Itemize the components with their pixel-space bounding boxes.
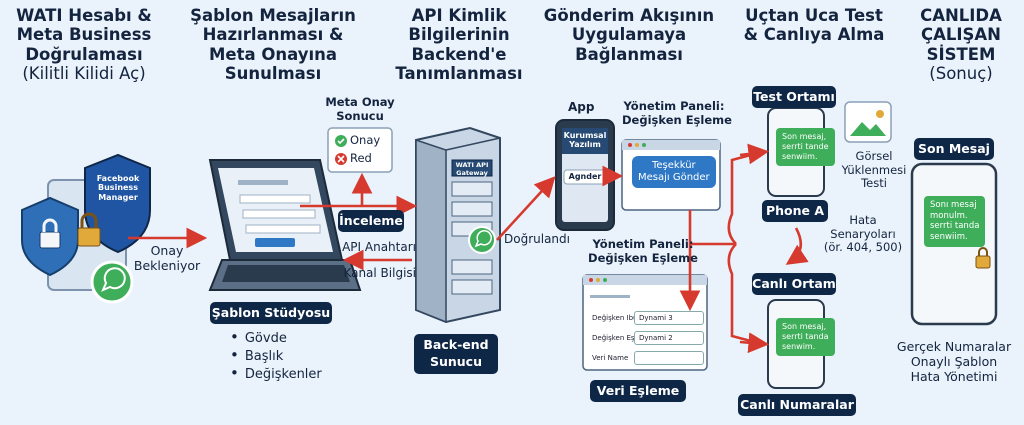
template-studio-badge: Şablon Stüdyosu [210, 302, 332, 324]
panel2-row2-select[interactable]: Dynami 2 [634, 331, 704, 345]
step1-subtitle: (Kilitli Kilidi Aç) [22, 64, 146, 84]
panel2-title: Yönetim Paneli:Değişken Eşleme [588, 237, 698, 265]
app-send-button[interactable]: Agnder [568, 172, 602, 181]
approve-label: Onay [350, 133, 381, 147]
image-test-icon [844, 101, 892, 143]
bullet-variables: Değişkenler [230, 364, 322, 382]
test-env-badge: Test Ortamı [752, 86, 836, 108]
flow-arrows [128, 143, 809, 354]
panel2-row3-label: Veri Name [592, 354, 629, 362]
final-results: Gerçek Numaralar Onaylı Şablon Hata Yöne… [890, 339, 1018, 384]
bullet-body: Gövde [230, 328, 287, 346]
panel2-row2-label: Değişken Eşleme [592, 334, 652, 342]
facebook-shield-icon [84, 153, 151, 254]
step5-title: Uçtan Uca Test& Canlıya Alma [743, 6, 885, 45]
wati-verification-illustration [21, 153, 151, 304]
api-key-label: API Anahtarı [342, 240, 416, 254]
live-numbers-badge: Canlı Numaralar [738, 394, 856, 416]
lock-icon [978, 247, 988, 256]
meta-result-box [327, 127, 393, 173]
reject-label: Red [350, 151, 372, 165]
result-real-numbers: Gerçek Numaralar [896, 339, 1012, 354]
phone-a-badge: Phone A [762, 200, 828, 222]
arrow-error-scenarios [785, 227, 809, 265]
result-error-handling: Hata Yönetimi [910, 368, 998, 384]
live-env-badge: Canlı Ortam [752, 273, 836, 295]
result-approved-template: Onaylı Şablon [910, 353, 998, 369]
panel1-title: Yönetim Paneli:Değişken Eşleme [622, 99, 732, 127]
last-message-badge: Son Mesaj [914, 138, 994, 160]
channel-label: Kanal Bilgisi [343, 266, 416, 280]
panel2-row1-select[interactable]: Dynami 3 [634, 311, 704, 325]
arrow-verified [496, 176, 556, 241]
verified-label: Doğrulandı [504, 232, 570, 246]
arrow-to-test-live [690, 150, 763, 346]
template-laptop [208, 159, 362, 291]
panel2-row1-label: Değişken Ibunu [592, 314, 647, 322]
bullet-header: Başlık [230, 346, 283, 364]
panel2-row3-input[interactable] [634, 351, 704, 365]
data-mapping-badge: Veri Eşleme [590, 380, 686, 402]
review-badge: İnceleme [338, 210, 404, 232]
app-title: App [568, 100, 595, 114]
backend-server-illustration [415, 126, 501, 324]
step6-subtitle: (Sonuç) [929, 64, 993, 84]
lock-icon [80, 212, 98, 228]
